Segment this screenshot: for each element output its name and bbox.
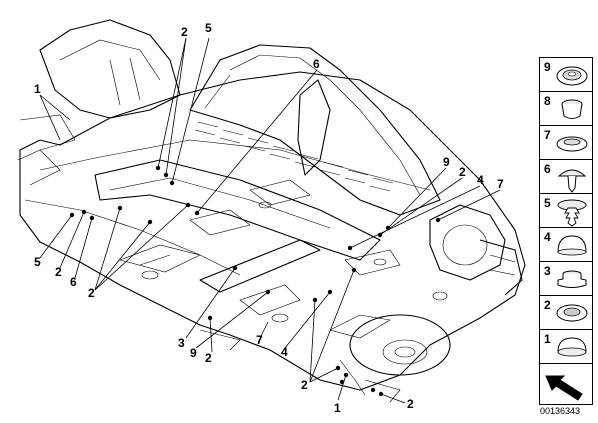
callout-label: 1 — [334, 401, 341, 415]
legend-item: 1 — [540, 330, 592, 364]
legend-item: 9 — [540, 58, 592, 92]
legend-item: 5 — [540, 194, 592, 228]
flat-disc-plug-icon — [556, 136, 588, 152]
callout-labels: 2 5 6 1 9 2 4 7 5 2 6 2 3 9 2 7 4 2 1 2 — [34, 21, 504, 415]
legend-number: 7 — [544, 128, 551, 142]
blind-plug-icon — [557, 337, 587, 357]
callout-label: 2 — [407, 397, 414, 411]
mushroom-clip-icon — [557, 169, 587, 193]
stepped-plug-icon — [557, 270, 587, 288]
direction-arrow-icon — [545, 375, 583, 401]
car-body-outline — [17, 19, 526, 403]
legend-item: 8 — [540, 92, 592, 126]
callout-label: 2 — [205, 351, 212, 365]
callout-label: 1 — [34, 82, 41, 96]
legend-number: 6 — [544, 162, 551, 176]
callout-label: 4 — [281, 345, 288, 359]
callout-label: 9 — [443, 155, 450, 169]
legend-number: 5 — [544, 196, 551, 210]
callout-label: 7 — [256, 333, 263, 347]
callout-label: 2 — [459, 165, 466, 179]
callout-label: 2 — [55, 265, 62, 279]
callout-label: 6 — [70, 275, 77, 289]
ring-grommet-icon — [556, 304, 588, 322]
callout-label: 2 — [301, 378, 308, 392]
legend-item: 2 — [540, 296, 592, 330]
plug-dot — [370, 387, 376, 393]
callout-label: 2 — [181, 25, 188, 39]
legend-number: 9 — [544, 60, 551, 74]
callout-label: 9 — [190, 346, 197, 360]
legend-number: 3 — [544, 264, 551, 278]
flat-grommet-icon — [556, 66, 588, 86]
plug-location-dots — [69, 165, 441, 397]
diagram-id: 00136343 — [540, 406, 581, 416]
legend-item — [540, 368, 592, 404]
callout-label: 6 — [313, 57, 320, 71]
callout-label: 2 — [88, 286, 95, 300]
callout-label: 7 — [497, 177, 504, 191]
legend-item: 4 — [540, 228, 592, 262]
cup-plug-icon — [561, 99, 583, 119]
dome-cap-icon — [557, 235, 587, 256]
legend-item: 3 — [540, 262, 592, 296]
legend-number: 2 — [544, 298, 551, 312]
legend-number: 4 — [544, 230, 551, 244]
parts-legend: 9 8 7 6 5 4 — [539, 57, 593, 405]
fir-tree-clip-icon — [557, 199, 587, 227]
legend-number: 8 — [544, 94, 551, 108]
callout-label: 3 — [178, 336, 185, 350]
legend-number: 1 — [544, 332, 551, 346]
callout-label: 5 — [34, 255, 41, 269]
leader-lines — [39, 37, 501, 404]
callout-label: 4 — [477, 173, 484, 187]
callout-label: 5 — [205, 21, 212, 35]
legend-item: 7 — [540, 126, 592, 160]
legend-item: 6 — [540, 160, 592, 194]
